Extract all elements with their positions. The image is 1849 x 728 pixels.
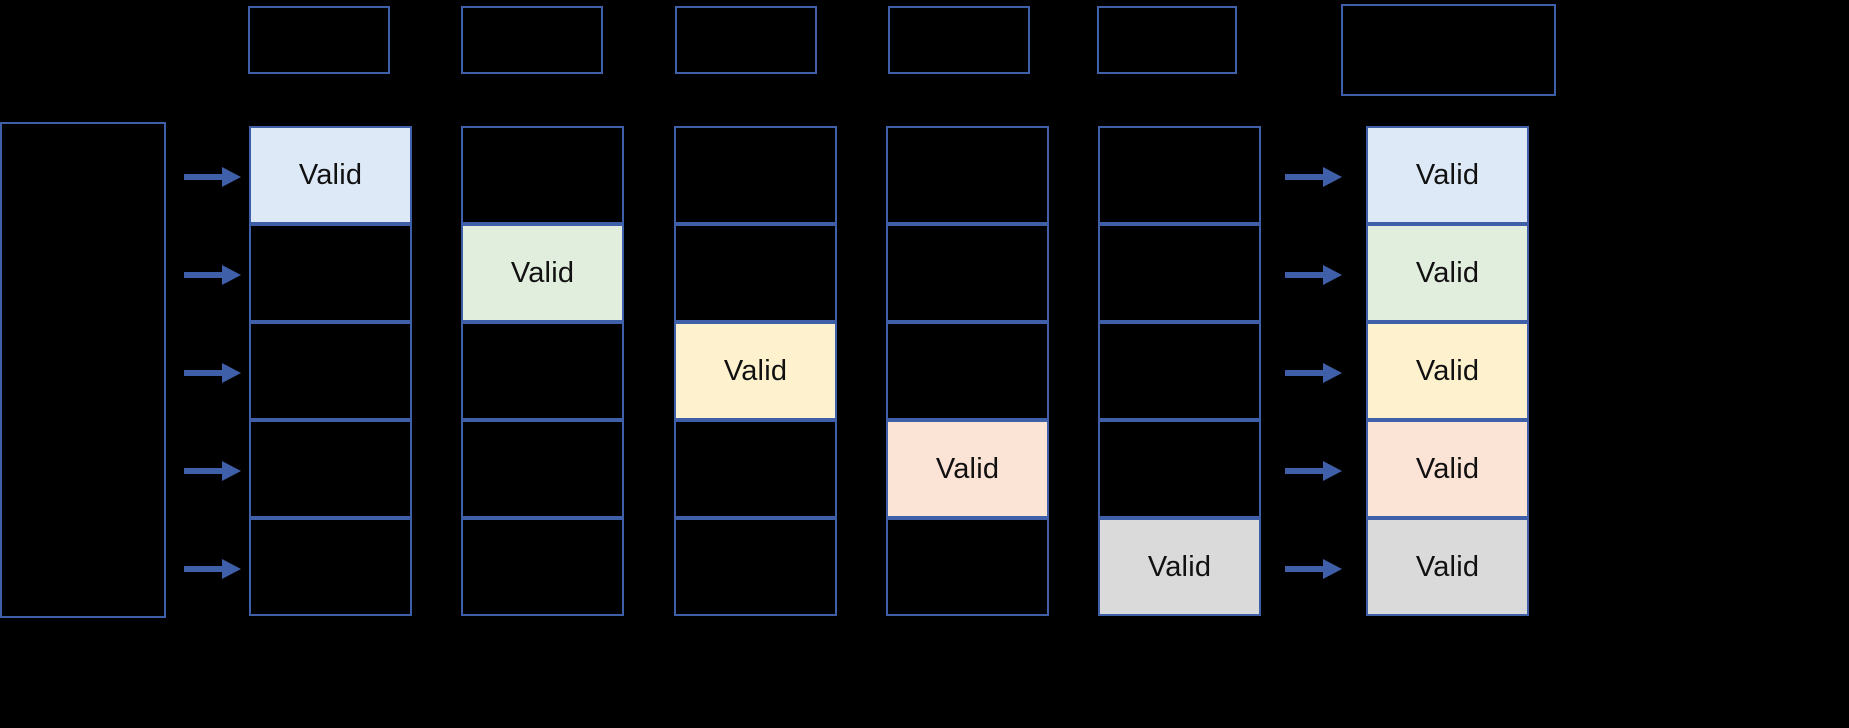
column-2-cell-4[interactable] <box>461 420 624 518</box>
column-1-cell-5[interactable] <box>249 518 412 616</box>
column-5-cell-4[interactable] <box>1098 420 1261 518</box>
column-1-cell-3[interactable] <box>249 322 412 420</box>
arrow-merge-to-row-2 <box>1285 262 1343 288</box>
column-6-result-cell-5-label: Valid <box>1415 550 1480 583</box>
column-4: Valid <box>886 126 1049 616</box>
arrow-source-to-row-4 <box>184 458 242 484</box>
column-2-cell-2[interactable]: Valid <box>461 224 624 322</box>
column-5-cell-3[interactable] <box>1098 322 1261 420</box>
column-3-cell-5[interactable] <box>674 518 837 616</box>
column-3-cell-3[interactable]: Valid <box>674 322 837 420</box>
column-5: Valid <box>1098 126 1261 616</box>
column-6-result-cell-3[interactable]: Valid <box>1366 322 1529 420</box>
arrow-merge-to-row-4 <box>1285 458 1343 484</box>
arrow-source-to-row-3 <box>184 360 242 386</box>
column-1-cell-1-label: Valid <box>298 158 363 191</box>
column-1-cell-1[interactable]: Valid <box>249 126 412 224</box>
column-1-cell-4[interactable] <box>249 420 412 518</box>
column-5-cell-5[interactable]: Valid <box>1098 518 1261 616</box>
column-3-cell-3-label: Valid <box>723 354 788 387</box>
column-1-cell-2[interactable] <box>249 224 412 322</box>
column-6-result-cell-2[interactable]: Valid <box>1366 224 1529 322</box>
column-3-cell-1[interactable] <box>674 126 837 224</box>
column-4-cell-4[interactable]: Valid <box>886 420 1049 518</box>
header-box-6[interactable] <box>1341 4 1556 96</box>
header-box-2[interactable] <box>461 6 603 74</box>
arrow-source-to-row-5 <box>184 556 242 582</box>
arrow-merge-to-row-1 <box>1285 164 1343 190</box>
column-2: Valid <box>461 126 624 616</box>
column-3-cell-4[interactable] <box>674 420 837 518</box>
column-5-cell-1[interactable] <box>1098 126 1261 224</box>
arrow-source-to-row-2 <box>184 262 242 288</box>
column-2-cell-5[interactable] <box>461 518 624 616</box>
column-3-cell-2[interactable] <box>674 224 837 322</box>
header-box-5[interactable] <box>1097 6 1237 74</box>
column-6-result-cell-1[interactable]: Valid <box>1366 126 1529 224</box>
column-4-cell-3[interactable] <box>886 322 1049 420</box>
source-box[interactable] <box>0 122 166 618</box>
arrow-merge-to-row-3 <box>1285 360 1343 386</box>
column-6-result-cell-2-label: Valid <box>1415 256 1480 289</box>
column-4-cell-4-label: Valid <box>935 452 1000 485</box>
column-4-cell-2[interactable] <box>886 224 1049 322</box>
column-2-cell-3[interactable] <box>461 322 624 420</box>
column-2-cell-1[interactable] <box>461 126 624 224</box>
column-6-result-cell-1-label: Valid <box>1415 158 1480 191</box>
column-5-cell-2[interactable] <box>1098 224 1261 322</box>
header-box-4[interactable] <box>888 6 1030 74</box>
column-1: Valid <box>249 126 412 616</box>
column-6-result-cell-4-label: Valid <box>1415 452 1480 485</box>
column-4-cell-5[interactable] <box>886 518 1049 616</box>
column-6-result-cell-4[interactable]: Valid <box>1366 420 1529 518</box>
column-5-cell-5-label: Valid <box>1147 550 1212 583</box>
column-3: Valid <box>674 126 837 616</box>
column-4-cell-1[interactable] <box>886 126 1049 224</box>
column-6-result-cell-3-label: Valid <box>1415 354 1480 387</box>
arrow-source-to-row-1 <box>184 164 242 190</box>
header-box-3[interactable] <box>675 6 817 74</box>
header-box-1[interactable] <box>248 6 390 74</box>
column-2-cell-2-label: Valid <box>510 256 575 289</box>
column-6-result-cell-5[interactable]: Valid <box>1366 518 1529 616</box>
arrow-merge-to-row-5 <box>1285 556 1343 582</box>
